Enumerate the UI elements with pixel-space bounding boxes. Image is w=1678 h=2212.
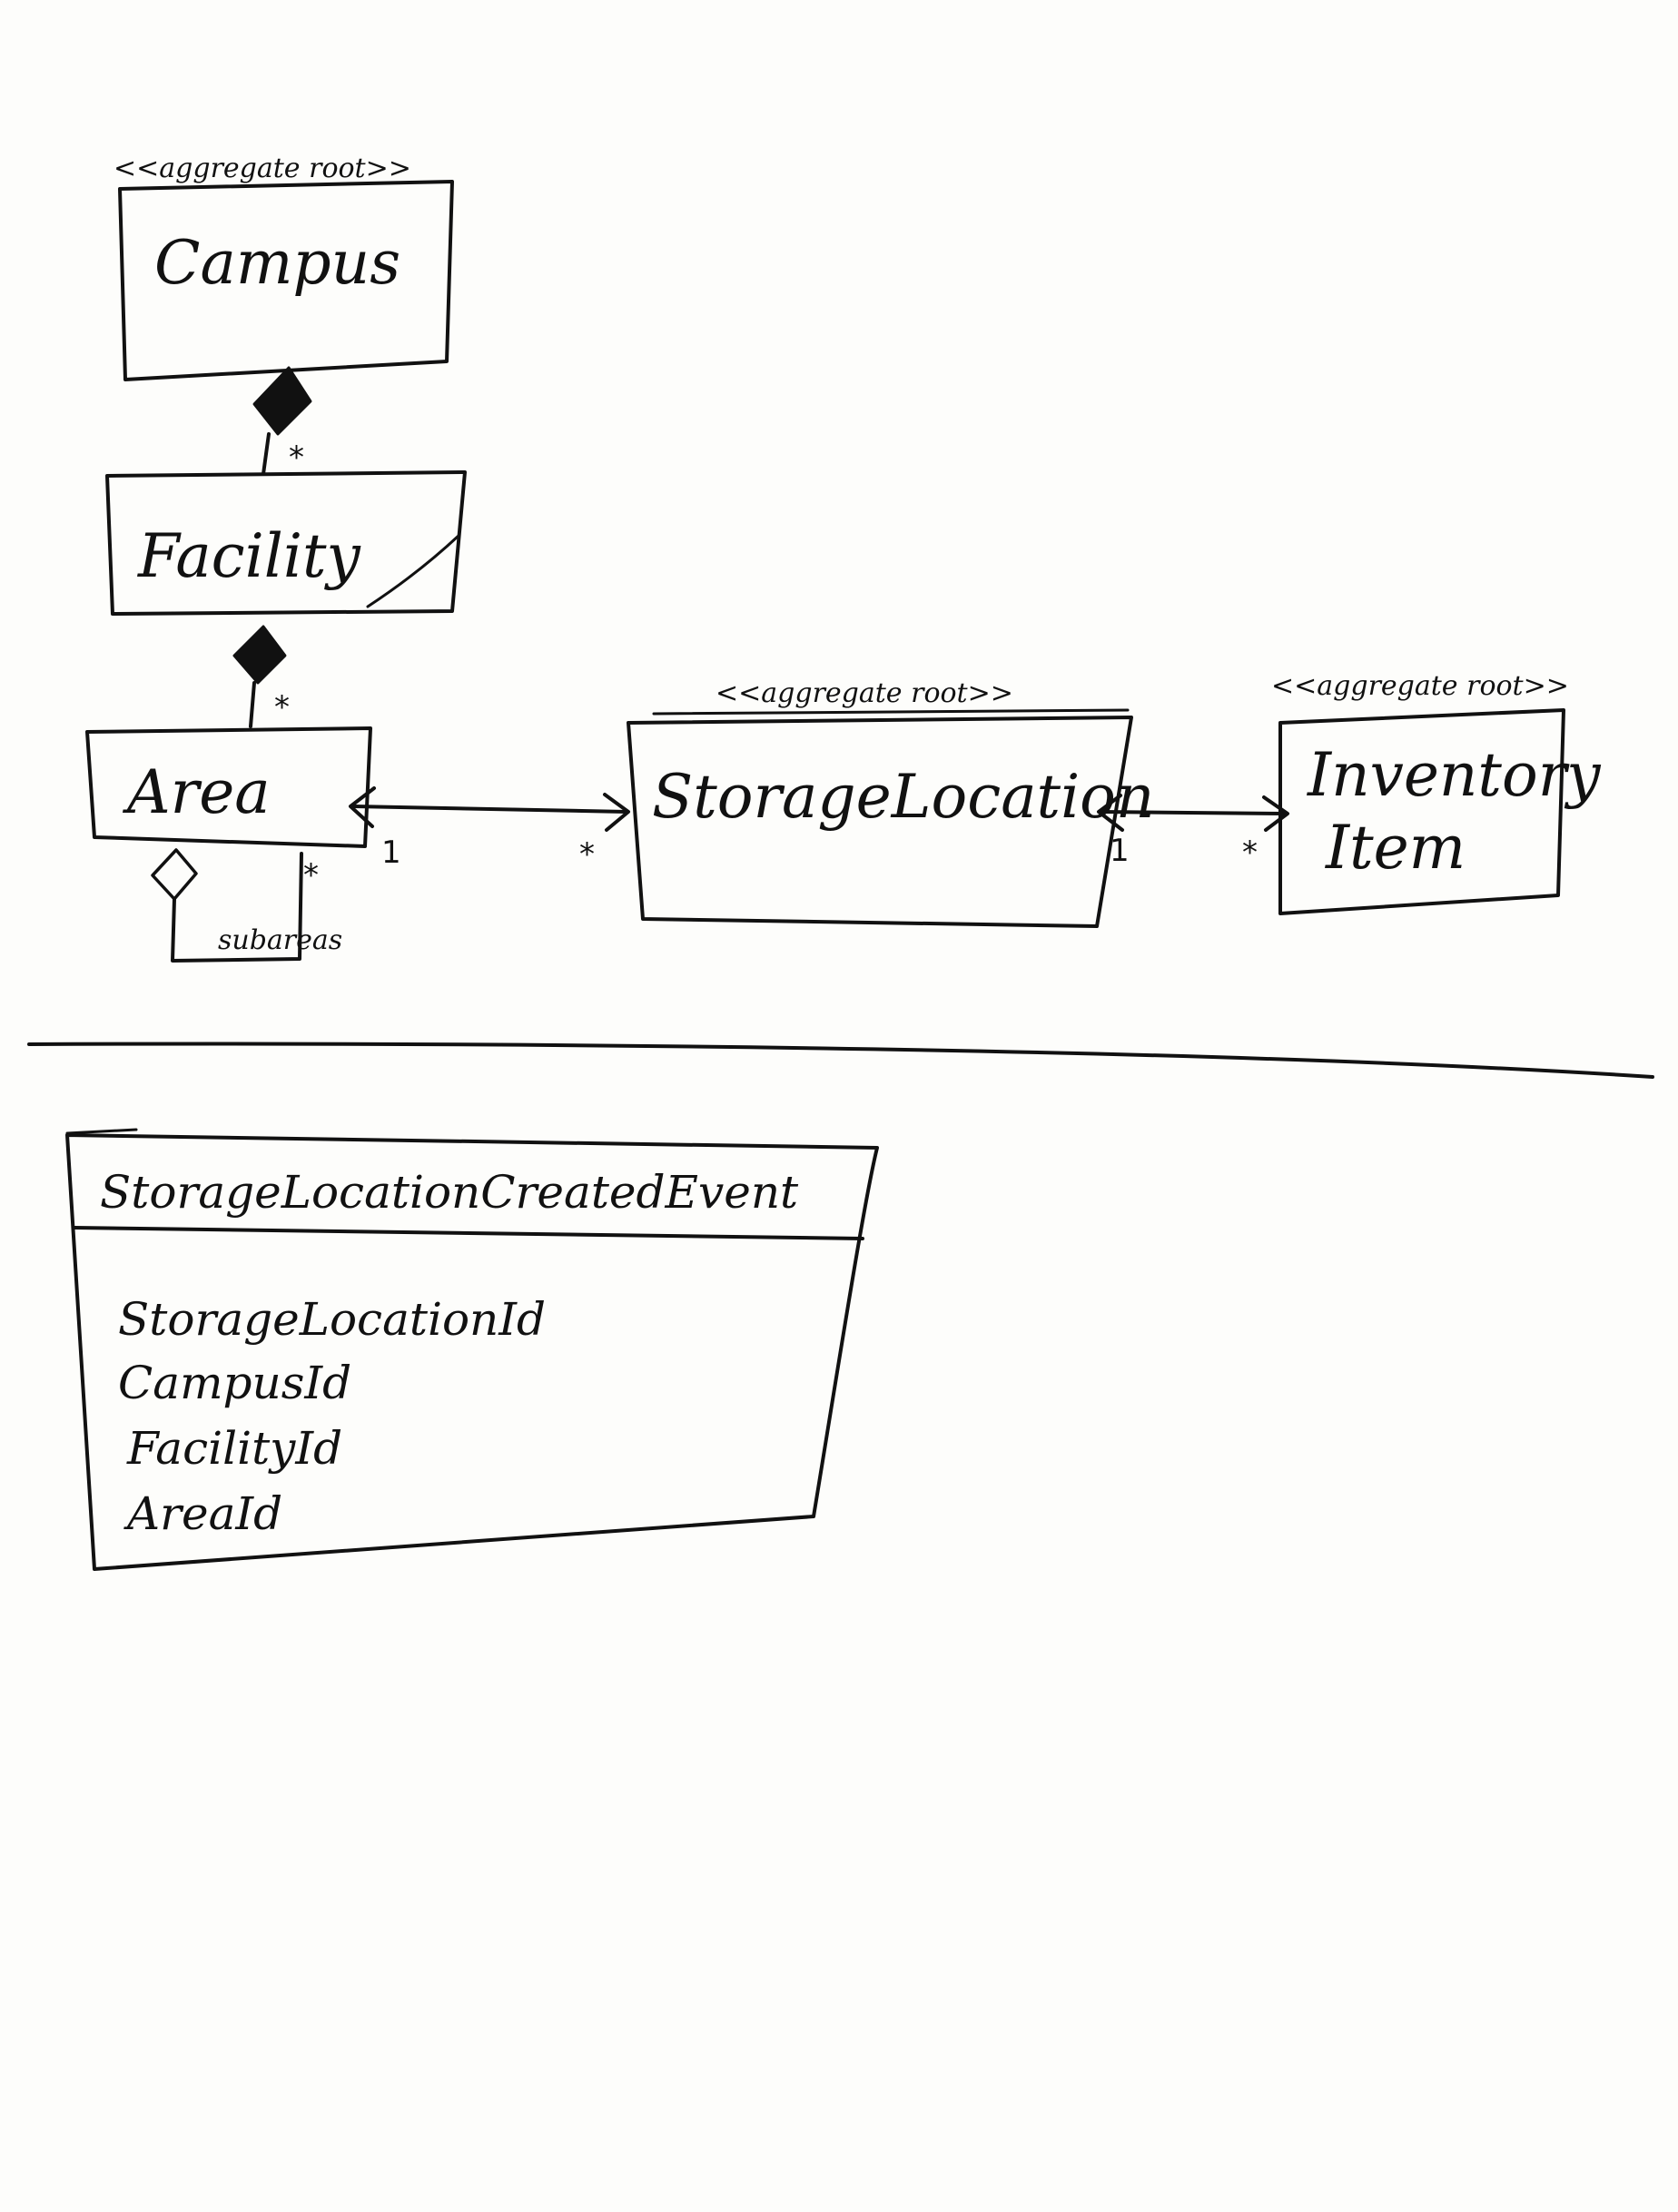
event-attribute: FacilityId bbox=[126, 1422, 342, 1475]
inventory-item-name-line2: Item bbox=[1325, 813, 1466, 883]
area-class: Area bbox=[85, 726, 372, 848]
storage-end-multiplicity: 1 bbox=[1110, 833, 1130, 869]
event-attribute: StorageLocationId bbox=[118, 1293, 546, 1346]
inventory-end-multiplicity: * bbox=[1242, 834, 1258, 871]
subareas-role-label: subareas bbox=[218, 924, 342, 956]
event-attribute: AreaId bbox=[123, 1487, 282, 1540]
area-end-multiplicity: 1 bbox=[381, 834, 401, 871]
storage-inventory-association: 1 * bbox=[1097, 794, 1289, 871]
arrowhead-right-icon bbox=[603, 793, 630, 832]
facility-name: Facility bbox=[137, 521, 360, 591]
inventory-item-stereotype: <<aggregate root>> bbox=[1271, 670, 1569, 702]
campus-box bbox=[118, 180, 454, 381]
section-divider bbox=[27, 1042, 1654, 1079]
facility-multiplicity: * bbox=[289, 439, 304, 476]
composition-diamond-icon bbox=[232, 625, 287, 685]
event-title-divider bbox=[73, 1226, 864, 1240]
area-subareas-aggregation: * subareas bbox=[151, 848, 342, 963]
area-name: Area bbox=[122, 757, 271, 827]
campus-class: <<aggregate root>> Campus bbox=[114, 153, 454, 381]
composition-diamond-icon bbox=[252, 366, 312, 436]
area-multiplicity: * bbox=[274, 689, 290, 726]
event-attribute: CampusId bbox=[118, 1357, 351, 1409]
arrowhead-left-icon bbox=[1097, 794, 1124, 832]
storage-location-box bbox=[627, 716, 1133, 928]
event-class: StorageLocationCreatedEvent StorageLocat… bbox=[65, 1128, 879, 1571]
facility-class: Facility bbox=[105, 470, 467, 616]
event-box bbox=[65, 1133, 879, 1571]
storage-location-class: <<aggregate root>> StorageLocation bbox=[627, 677, 1154, 928]
inventory-item-box bbox=[1278, 708, 1565, 915]
storage-location-name: StorageLocation bbox=[652, 762, 1154, 832]
aggregation-diamond-icon bbox=[151, 848, 198, 901]
facility-box bbox=[105, 470, 467, 616]
arrowhead-left-icon bbox=[349, 786, 376, 828]
storage-location-stereotype: <<aggregate root>> bbox=[716, 677, 1013, 709]
inventory-item-class: <<aggregate root>> Inventory Item bbox=[1271, 670, 1601, 915]
area-storage-association: 1 * bbox=[349, 786, 630, 873]
inventory-item-name-line1: Inventory bbox=[1307, 740, 1601, 810]
campus-facility-composition: * bbox=[252, 366, 312, 476]
arrowhead-right-icon bbox=[1262, 795, 1289, 832]
campus-name: Campus bbox=[154, 228, 400, 298]
area-box bbox=[85, 726, 372, 848]
subareas-multiplicity: * bbox=[303, 857, 319, 894]
event-title: StorageLocationCreatedEvent bbox=[100, 1166, 799, 1219]
facility-area-composition: * bbox=[232, 625, 290, 728]
campus-stereotype: <<aggregate root>> bbox=[114, 153, 411, 184]
storage-end-multiplicity: * bbox=[579, 836, 595, 873]
